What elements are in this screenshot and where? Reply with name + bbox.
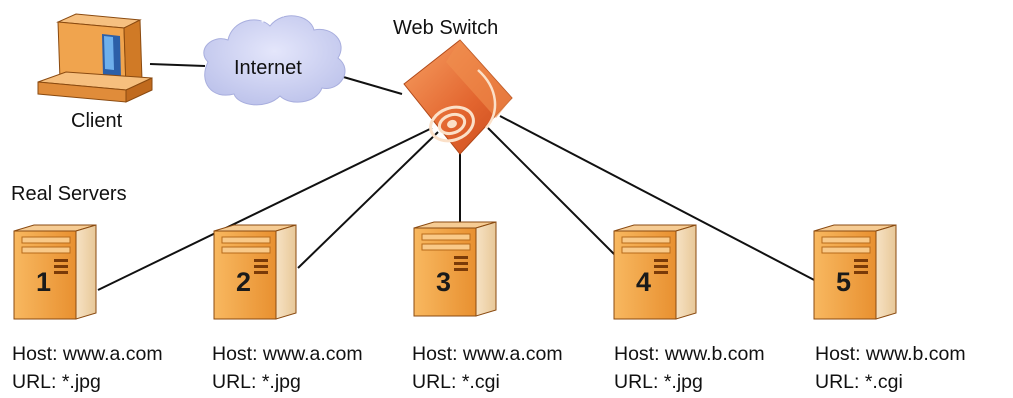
client-computer-icon — [37, 13, 153, 103]
switch-server-4-link — [487, 127, 617, 257]
server-number-5: 5 — [836, 267, 851, 297]
server-2-caption: Host: www.a.com URL: *.jpg — [212, 340, 363, 396]
server-5-url: URL: *.cgi — [815, 371, 903, 393]
server-tower-2-icon: 2 — [213, 224, 297, 320]
client-internet-link — [149, 63, 206, 67]
server-1-host: Host: www.a.com — [12, 343, 163, 365]
web-switch-label: Web Switch — [393, 17, 499, 39]
server-4-url: URL: *.jpg — [614, 371, 703, 393]
server-4-host: Host: www.b.com — [614, 343, 765, 365]
internet-label: Internet — [234, 57, 302, 79]
server-number-1: 1 — [36, 267, 51, 297]
web-switch-icon — [403, 39, 513, 155]
server-2-url: URL: *.jpg — [212, 371, 301, 393]
internet-switch-link — [339, 75, 403, 95]
switch-server-5-link — [499, 115, 819, 283]
server-tower-4-icon: 4 — [613, 224, 697, 320]
internet-cloud-icon — [203, 13, 346, 106]
server-number-3: 3 — [436, 267, 451, 297]
server-4-caption: Host: www.b.com URL: *.jpg — [614, 340, 765, 396]
server-5-host: Host: www.b.com — [815, 343, 966, 365]
server-2-host: Host: www.a.com — [212, 343, 363, 365]
server-3-host: Host: www.a.com — [412, 343, 563, 365]
switch-server-2-link — [297, 131, 439, 269]
server-tower-3-icon: 3 — [413, 221, 497, 317]
server-3-url: URL: *.cgi — [412, 371, 500, 393]
server-number-2: 2 — [236, 267, 251, 297]
server-1-url: URL: *.jpg — [12, 371, 101, 393]
connection-lines — [97, 63, 819, 291]
server-5-caption: Host: www.b.com URL: *.cgi — [815, 340, 966, 396]
server-tower-1-icon: 1 — [13, 224, 97, 320]
real-servers-label: Real Servers — [11, 183, 127, 205]
server-1-caption: Host: www.a.com URL: *.jpg — [12, 340, 163, 396]
server-number-4: 4 — [636, 267, 651, 297]
switch-server-1-link — [97, 127, 433, 291]
server-tower-5-icon: 5 — [813, 224, 897, 320]
client-label: Client — [71, 110, 123, 132]
server-3-caption: Host: www.a.com URL: *.cgi — [412, 340, 563, 396]
